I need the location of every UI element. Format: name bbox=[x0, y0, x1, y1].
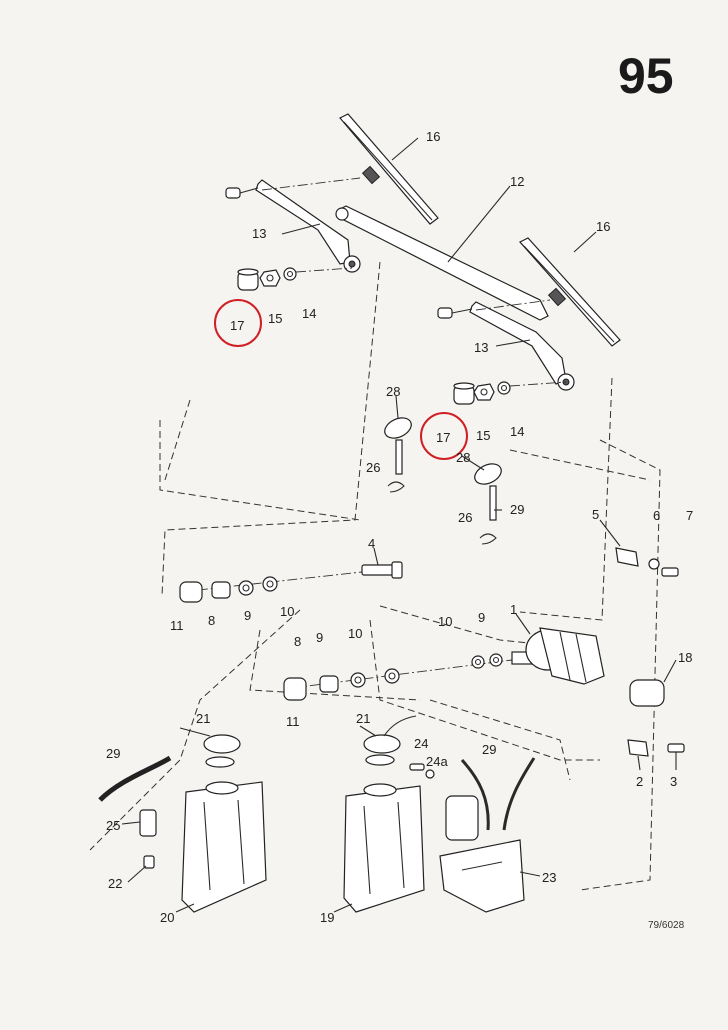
bracket-2 bbox=[627, 739, 649, 757]
bolt-7 bbox=[661, 567, 679, 577]
callout-7: 7 bbox=[686, 508, 693, 523]
highlight-circle-17-right bbox=[420, 412, 468, 460]
callout-17-left: 17 bbox=[230, 318, 244, 333]
callout-13-left: 13 bbox=[252, 226, 266, 241]
callout-11-upper: 11 bbox=[170, 618, 184, 633]
callout-9-lower: 9 bbox=[316, 630, 323, 645]
callout-29-right: 29 bbox=[482, 742, 496, 757]
callout-15-right: 15 bbox=[476, 428, 490, 443]
filler-cap-21-left bbox=[203, 734, 241, 768]
callout-10-upper: 10 bbox=[280, 604, 294, 619]
pump-25 bbox=[139, 809, 157, 837]
callout-4: 4 bbox=[368, 536, 375, 551]
callout-1: 1 bbox=[510, 602, 517, 617]
callout-21-left: 21 bbox=[196, 711, 210, 726]
filler-cap-21-right bbox=[363, 715, 417, 766]
bushing-11-upper bbox=[179, 581, 203, 603]
callout-11-lower: 11 bbox=[286, 714, 300, 729]
washer-10-motor bbox=[471, 655, 485, 669]
callout-20: 20 bbox=[160, 910, 174, 925]
washer-14-right bbox=[497, 381, 511, 395]
callout-25: 25 bbox=[106, 818, 120, 833]
clip-26-left bbox=[387, 481, 405, 493]
washer-nozzle-28-left bbox=[384, 417, 412, 475]
washer-14-left bbox=[283, 267, 297, 281]
callout-21-right: 21 bbox=[356, 711, 370, 726]
fitting-22 bbox=[143, 855, 155, 869]
callout-28-left: 28 bbox=[386, 384, 400, 399]
callout-23: 23 bbox=[542, 870, 556, 885]
callout-14-left: 14 bbox=[302, 306, 316, 321]
bolt-24 bbox=[409, 763, 425, 771]
page-number: 95 bbox=[618, 48, 674, 104]
washer-10-lower bbox=[384, 668, 400, 684]
washer-10-upper bbox=[262, 576, 278, 592]
washer-nozzle-28-right bbox=[474, 463, 502, 521]
pivot-nut-15-left bbox=[259, 269, 281, 287]
bushing-11-lower bbox=[283, 677, 307, 701]
washer-9-motor bbox=[489, 653, 503, 667]
callout-24a: 24a bbox=[426, 754, 448, 769]
callout-16-right: 16 bbox=[596, 219, 610, 234]
relay-18 bbox=[629, 679, 665, 707]
wiper-blade-16-right bbox=[519, 237, 621, 347]
callout-10-lower: 10 bbox=[348, 626, 362, 641]
washer-9-upper bbox=[238, 580, 254, 596]
washer-24a bbox=[425, 769, 435, 779]
callout-15-left: 15 bbox=[268, 311, 282, 326]
callout-numbers: 16 12 13 16 17 15 14 13 28 17 15 14 28 2… bbox=[106, 129, 693, 925]
callout-28-right: 28 bbox=[456, 450, 470, 465]
reservoir-19 bbox=[343, 783, 425, 913]
wiper-motor-1 bbox=[511, 627, 605, 685]
pivot-cap-17-right bbox=[453, 382, 475, 405]
pivot-cap-17-left bbox=[237, 268, 259, 291]
callout-12: 12 bbox=[510, 174, 524, 189]
callout-26-right: 26 bbox=[458, 510, 472, 525]
callout-22: 22 bbox=[108, 876, 122, 891]
callout-29-left: 29 bbox=[106, 746, 120, 761]
bushing-8-upper bbox=[211, 581, 231, 599]
link-rod-12 bbox=[335, 205, 549, 321]
callout-13-right: 13 bbox=[474, 340, 488, 355]
leader-lines bbox=[121, 137, 677, 913]
callout-3: 3 bbox=[670, 774, 677, 789]
wiper-blade-16-left bbox=[339, 113, 439, 225]
spindle-4 bbox=[361, 561, 403, 579]
callout-6: 6 bbox=[653, 508, 660, 523]
callout-17-right: 17 bbox=[436, 430, 450, 445]
callout-8-upper: 8 bbox=[208, 613, 215, 628]
clip-26-right bbox=[479, 533, 497, 545]
bushing-8-lower bbox=[319, 675, 339, 693]
callout-8-lower: 8 bbox=[294, 634, 301, 649]
washer-6 bbox=[648, 558, 660, 570]
pivot-nut-15-right bbox=[473, 383, 495, 401]
reservoir-20 bbox=[181, 781, 267, 913]
callout-18: 18 bbox=[678, 650, 692, 665]
washer-9-lower bbox=[350, 672, 366, 688]
callout-14-right: 14 bbox=[510, 424, 524, 439]
callout-19: 19 bbox=[320, 910, 334, 925]
callout-24: 24 bbox=[414, 736, 428, 751]
bracket-5 bbox=[615, 547, 639, 567]
callout-26-left: 26 bbox=[366, 460, 380, 475]
bolt-3 bbox=[667, 743, 685, 753]
callout-9-motor: 9 bbox=[478, 610, 485, 625]
callout-5: 5 bbox=[592, 507, 599, 522]
callout-2: 2 bbox=[636, 774, 643, 789]
wiper-arm-13-right bbox=[437, 301, 575, 391]
wiper-arm-13-left bbox=[225, 179, 361, 273]
pump-bracket-23 bbox=[439, 795, 525, 913]
callout-9-upper: 9 bbox=[244, 608, 251, 623]
callout-10-motor: 10 bbox=[438, 614, 452, 629]
drawing-reference: 79/6028 bbox=[648, 920, 685, 931]
callout-16-left: 16 bbox=[426, 129, 440, 144]
callout-29-upper: 29 bbox=[510, 502, 524, 517]
highlight-circle-17-left bbox=[214, 299, 262, 347]
